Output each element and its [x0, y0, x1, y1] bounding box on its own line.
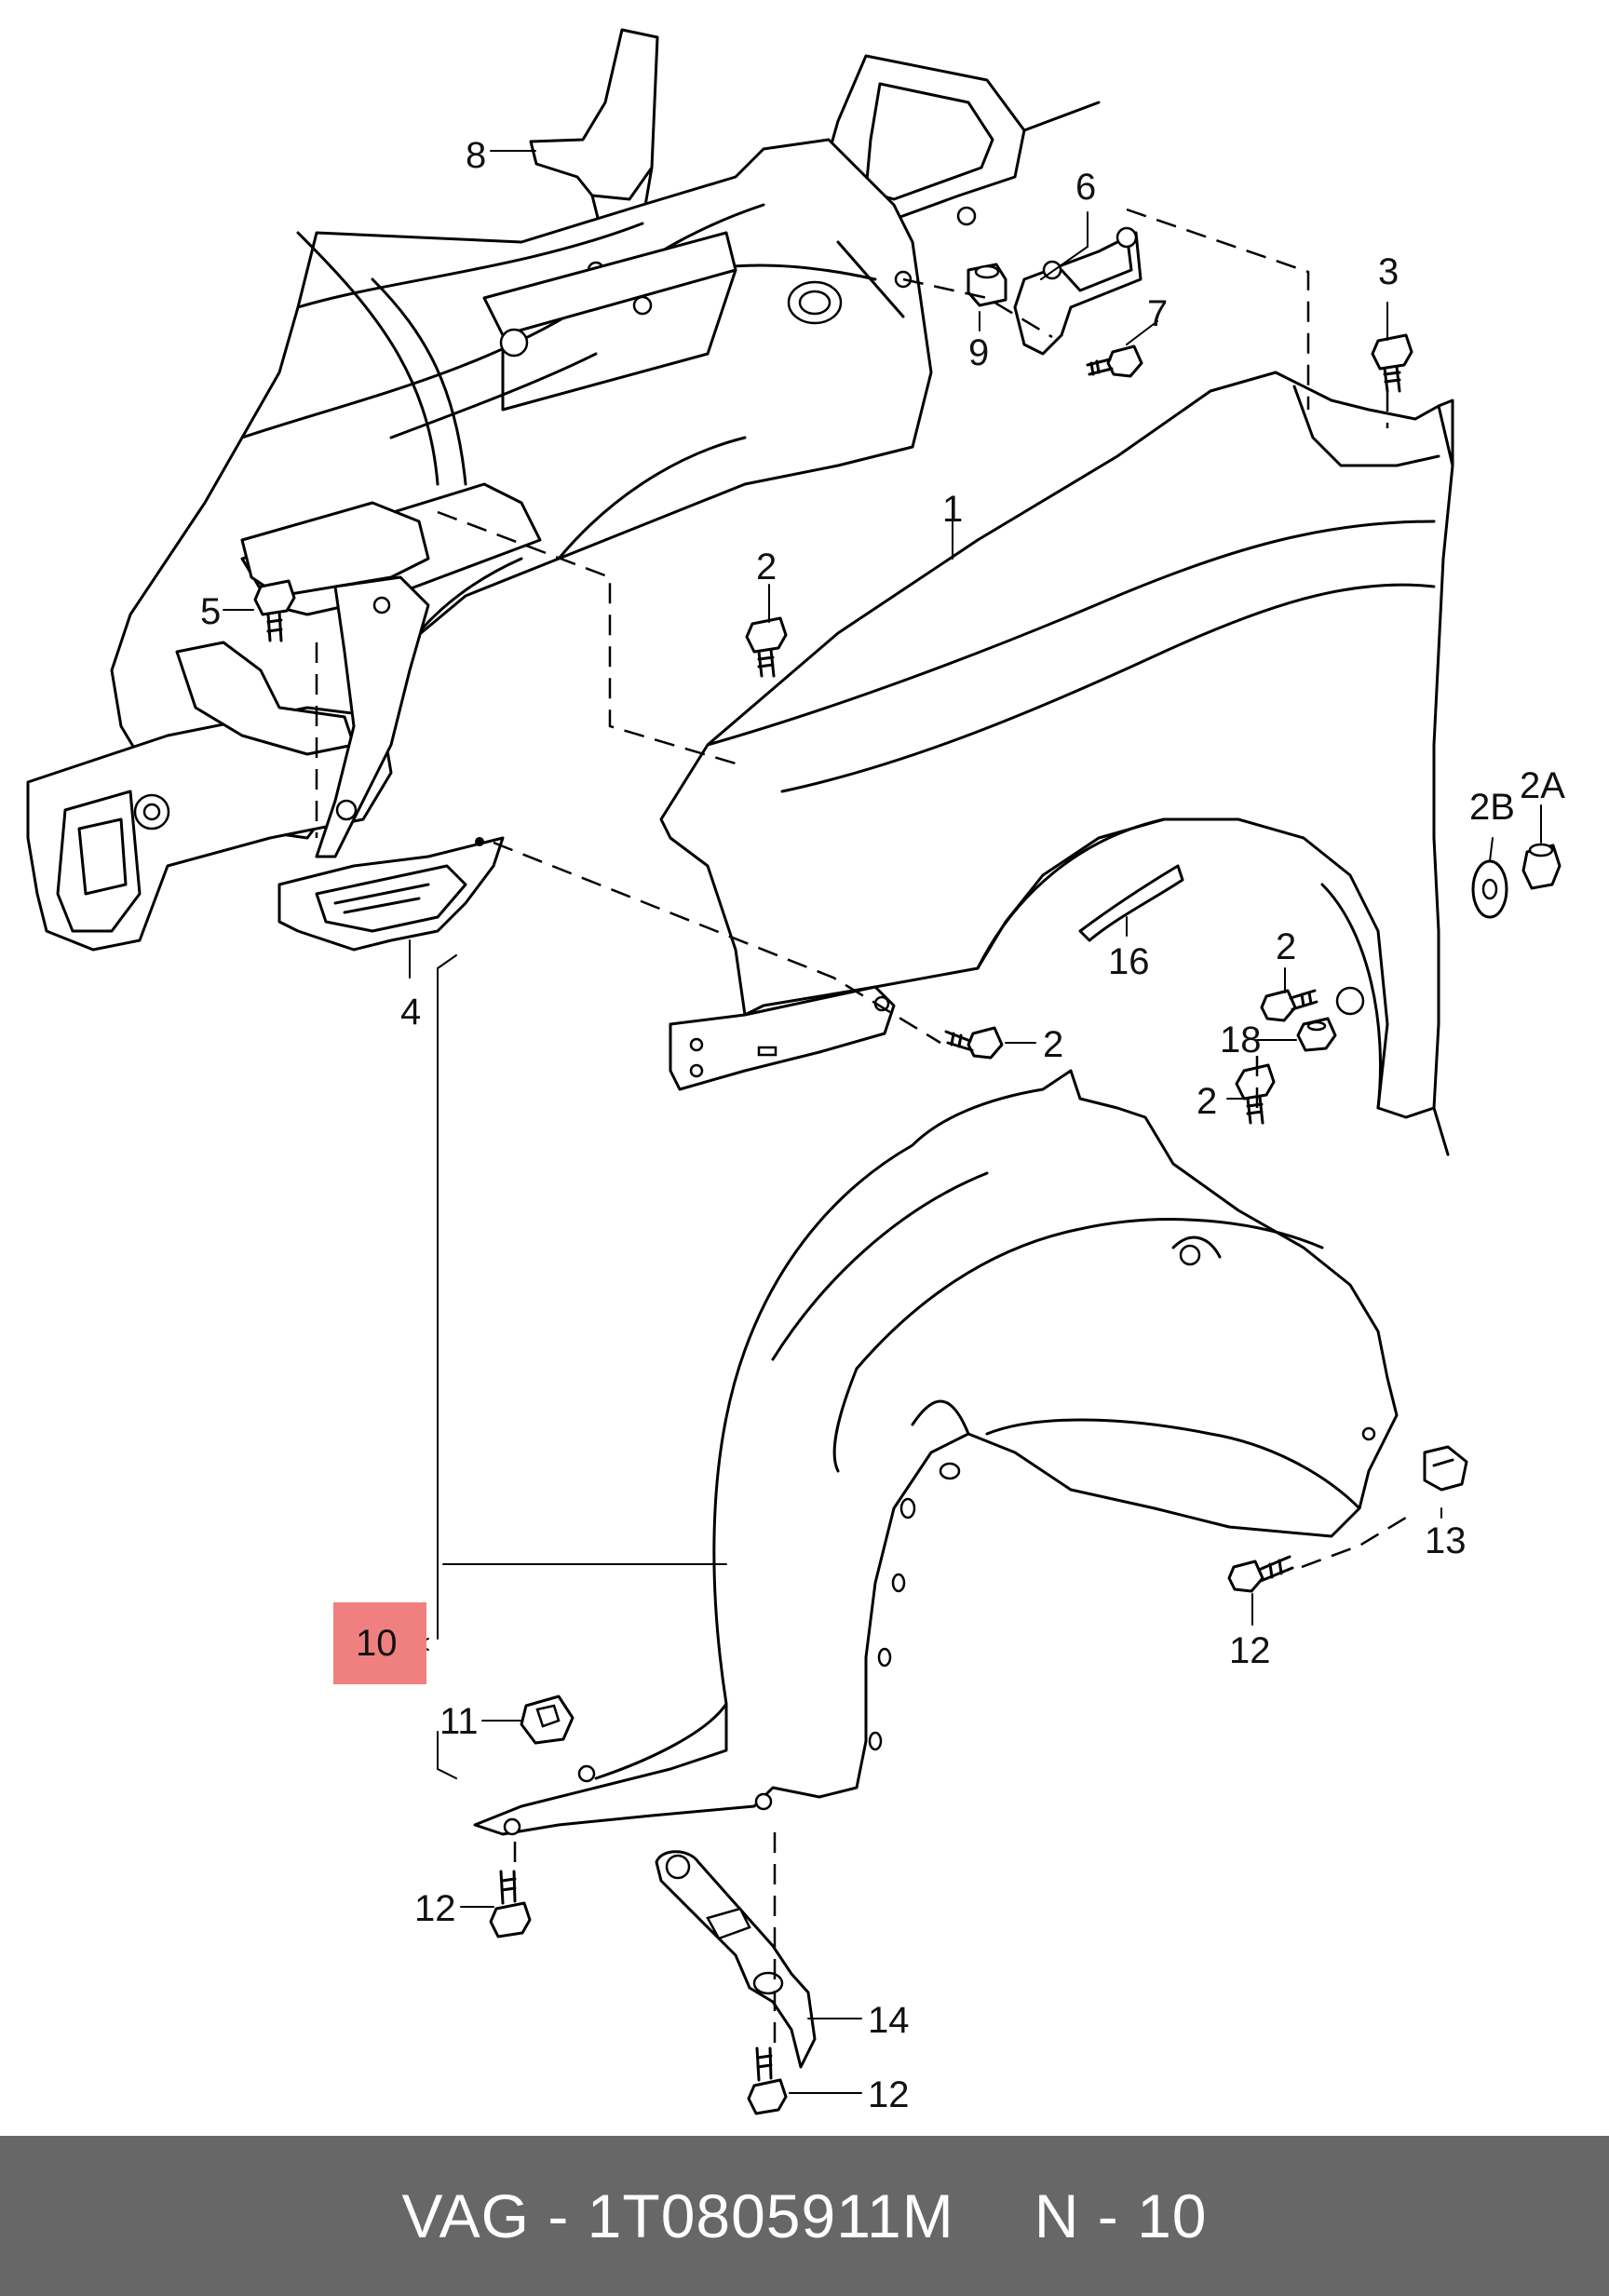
separator: - [1097, 2181, 1119, 2250]
bolt-part-3 [1371, 333, 1413, 393]
clip-nut-part-11 [520, 1695, 575, 1745]
callout-2-wheel-upper: 2 [1276, 926, 1296, 967]
callout-8: 8 [466, 135, 486, 176]
assembly-lines [315, 208, 1407, 2048]
position-prefix: N [1034, 2181, 1080, 2250]
position-number: 10 [1137, 2181, 1208, 2250]
callout-3: 3 [1378, 251, 1399, 292]
callout-18: 18 [1220, 1020, 1262, 1060]
callout-12-left: 12 [414, 1888, 456, 1929]
caption-bar: VAG - 1T0805911M N - 10 [0, 2136, 1609, 2296]
callout-9: 9 [968, 332, 989, 373]
callout-2a: 2A [1520, 765, 1565, 806]
callout-7: 7 [1147, 293, 1168, 334]
bolt-part-18 [1296, 1017, 1337, 1052]
callout-labels: 8 6 3 7 9 5 2 1 2B 2A 4 2 16 2 18 2 11 1… [200, 135, 1565, 2115]
separator: - [548, 2181, 570, 2250]
bolt-part-2-wheel-lower [1235, 1063, 1276, 1125]
bolt-part-5 [253, 579, 296, 642]
expansion-rivet-part-13 [1423, 1445, 1468, 1492]
bolt-part-7 [1086, 344, 1143, 378]
a-pillar-part [529, 28, 659, 235]
brand-label: VAG [401, 2181, 530, 2250]
callout-11: 11 [439, 1701, 479, 1742]
nut-part-2a [1521, 843, 1562, 890]
washer-part-2b [1471, 859, 1508, 919]
bolt-part-2-wheel-upper [1260, 989, 1318, 1022]
callout-12-right: 12 [1229, 1630, 1271, 1671]
lower-bracket-part-4 [277, 836, 505, 952]
callout-13: 13 [1425, 1520, 1467, 1561]
screw-part-12-bottom [747, 2046, 788, 2115]
highlight-box [333, 1602, 426, 1684]
callout-4: 4 [400, 992, 421, 1033]
screw-part-12-left [489, 1870, 532, 1938]
bolt-part-2-top [745, 616, 788, 678]
bracket-part-6 [1013, 226, 1143, 356]
callout-6: 6 [1075, 167, 1096, 208]
fender-part-1 [659, 371, 1454, 1156]
bolt-part-2-front [944, 1026, 1004, 1060]
callout-2-top: 2 [756, 547, 777, 588]
callout-2b: 2B [1469, 787, 1515, 828]
callout-16: 16 [1108, 941, 1150, 982]
parts-diagram: 8 6 3 7 9 5 2 1 2B 2A 4 2 16 2 18 2 11 1… [26, 28, 1565, 2115]
callout-1: 1 [942, 489, 963, 530]
front-bracket [175, 501, 430, 858]
support-bracket-part-14 [655, 1850, 817, 2069]
clip-nut-part-9 [967, 263, 1007, 307]
callout-2-wheel-lower: 2 [1197, 1081, 1217, 1122]
part-number: 1T0805911M [587, 2181, 954, 2250]
screw-part-12-right [1227, 1555, 1294, 1593]
callout-14: 14 [868, 2000, 910, 2041]
callout-12-bottom: 12 [868, 2074, 910, 2115]
callout-5: 5 [200, 591, 221, 632]
stud-hole [1335, 986, 1365, 1016]
callout-2-front: 2 [1043, 1024, 1063, 1065]
longitudinal-member [26, 231, 737, 952]
wheel-housing-liner-part-10 [473, 1069, 1399, 1836]
